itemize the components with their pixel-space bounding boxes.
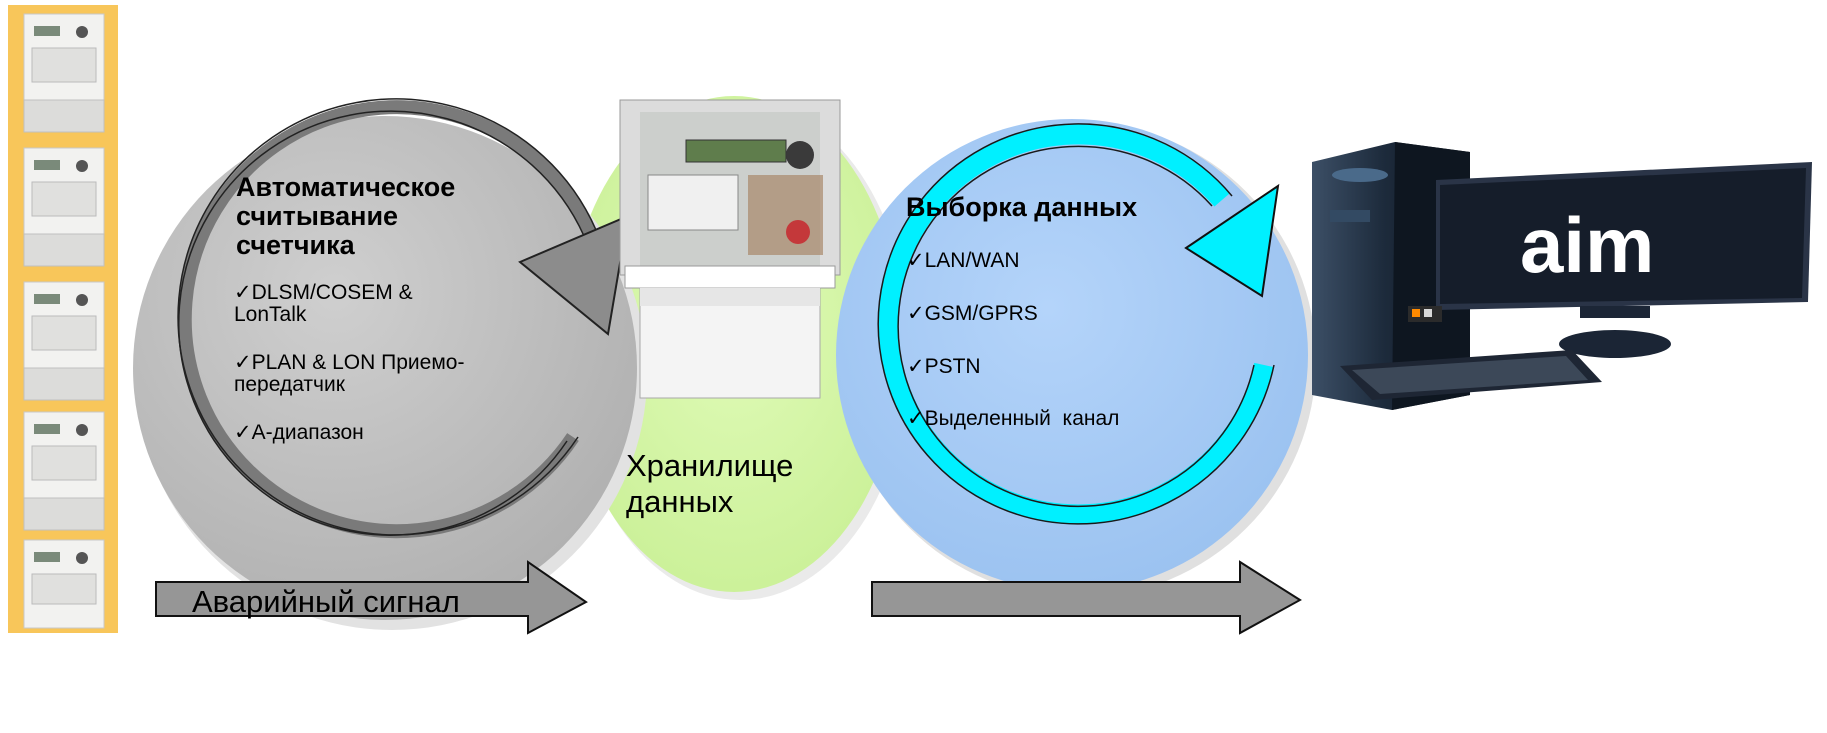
meter-lcd — [685, 139, 787, 163]
amr-cycle-arrowhead — [518, 214, 630, 336]
meter-stack — [23, 13, 105, 629]
amr-item-line: ✓DLSM/COSEM & — [234, 281, 413, 304]
sampling-item: ✓LAN/WAN — [907, 249, 1020, 272]
amr-item-line: ✓А-диапазон — [234, 421, 364, 444]
amr-item-line: ✓PLAN & LON Приемо- — [234, 351, 465, 374]
amr-cycle-arrow-ring — [177, 100, 597, 539]
sampling-cycle-arrow-ring — [878, 124, 1274, 525]
amr-item-line: передатчик — [234, 373, 345, 396]
amr-item-transceiver: ✓PLAN & LON Приемо- передатчик — [234, 352, 554, 396]
sampling-item: ✓Выделенный канал — [907, 407, 1120, 430]
amr-title-line: считывание — [236, 201, 399, 231]
amr-title-line: счетчика — [236, 230, 355, 260]
transfer-arrow — [871, 560, 1302, 635]
sampling-item: ✓GSM/GPRS — [907, 302, 1038, 325]
meter-thumbnail — [23, 281, 105, 401]
storage-label-line: Хранилище — [626, 448, 794, 483]
monitor-stand — [1559, 330, 1671, 358]
meter-red-button — [786, 220, 810, 244]
alarm-arrow — [155, 560, 588, 635]
sampling-item: ✓PSTN — [907, 355, 981, 378]
sampling-cycle-arrow-ring-outline — [877, 123, 1275, 525]
amr-item-band: ✓А-диапазон — [234, 422, 534, 444]
storage-label: Хранилище данных — [626, 448, 866, 520]
sampling-cycle-arrowhead — [1184, 183, 1280, 298]
amr-cycle-arrow-ring-outline-outer — [177, 98, 597, 536]
meter-thumbnail — [23, 411, 105, 531]
meter-thumbnail — [23, 147, 105, 267]
meter-photo — [619, 99, 841, 399]
amr-item-line: LonTalk — [234, 303, 307, 326]
computer-illustration: aim — [1312, 142, 1812, 410]
storage-label-line: данных — [626, 484, 734, 519]
amr-item-protocols: ✓DLSM/COSEM & LonTalk — [234, 282, 534, 326]
meter-thumbnail — [23, 13, 105, 133]
meter-knob — [786, 141, 814, 169]
sampling-title: Выборка данных — [906, 192, 1138, 222]
meter-thumbnail — [23, 539, 105, 629]
monitor-logo: aim — [1520, 201, 1654, 289]
amr-title: Автоматическое считывание счетчика — [236, 173, 526, 260]
sampling-cycle-arrow-ring-outline-inner — [897, 145, 1255, 508]
amr-title-line: Автоматическое — [236, 172, 456, 202]
alarm-arrow-label: Аварийный сигнал — [192, 584, 460, 619]
